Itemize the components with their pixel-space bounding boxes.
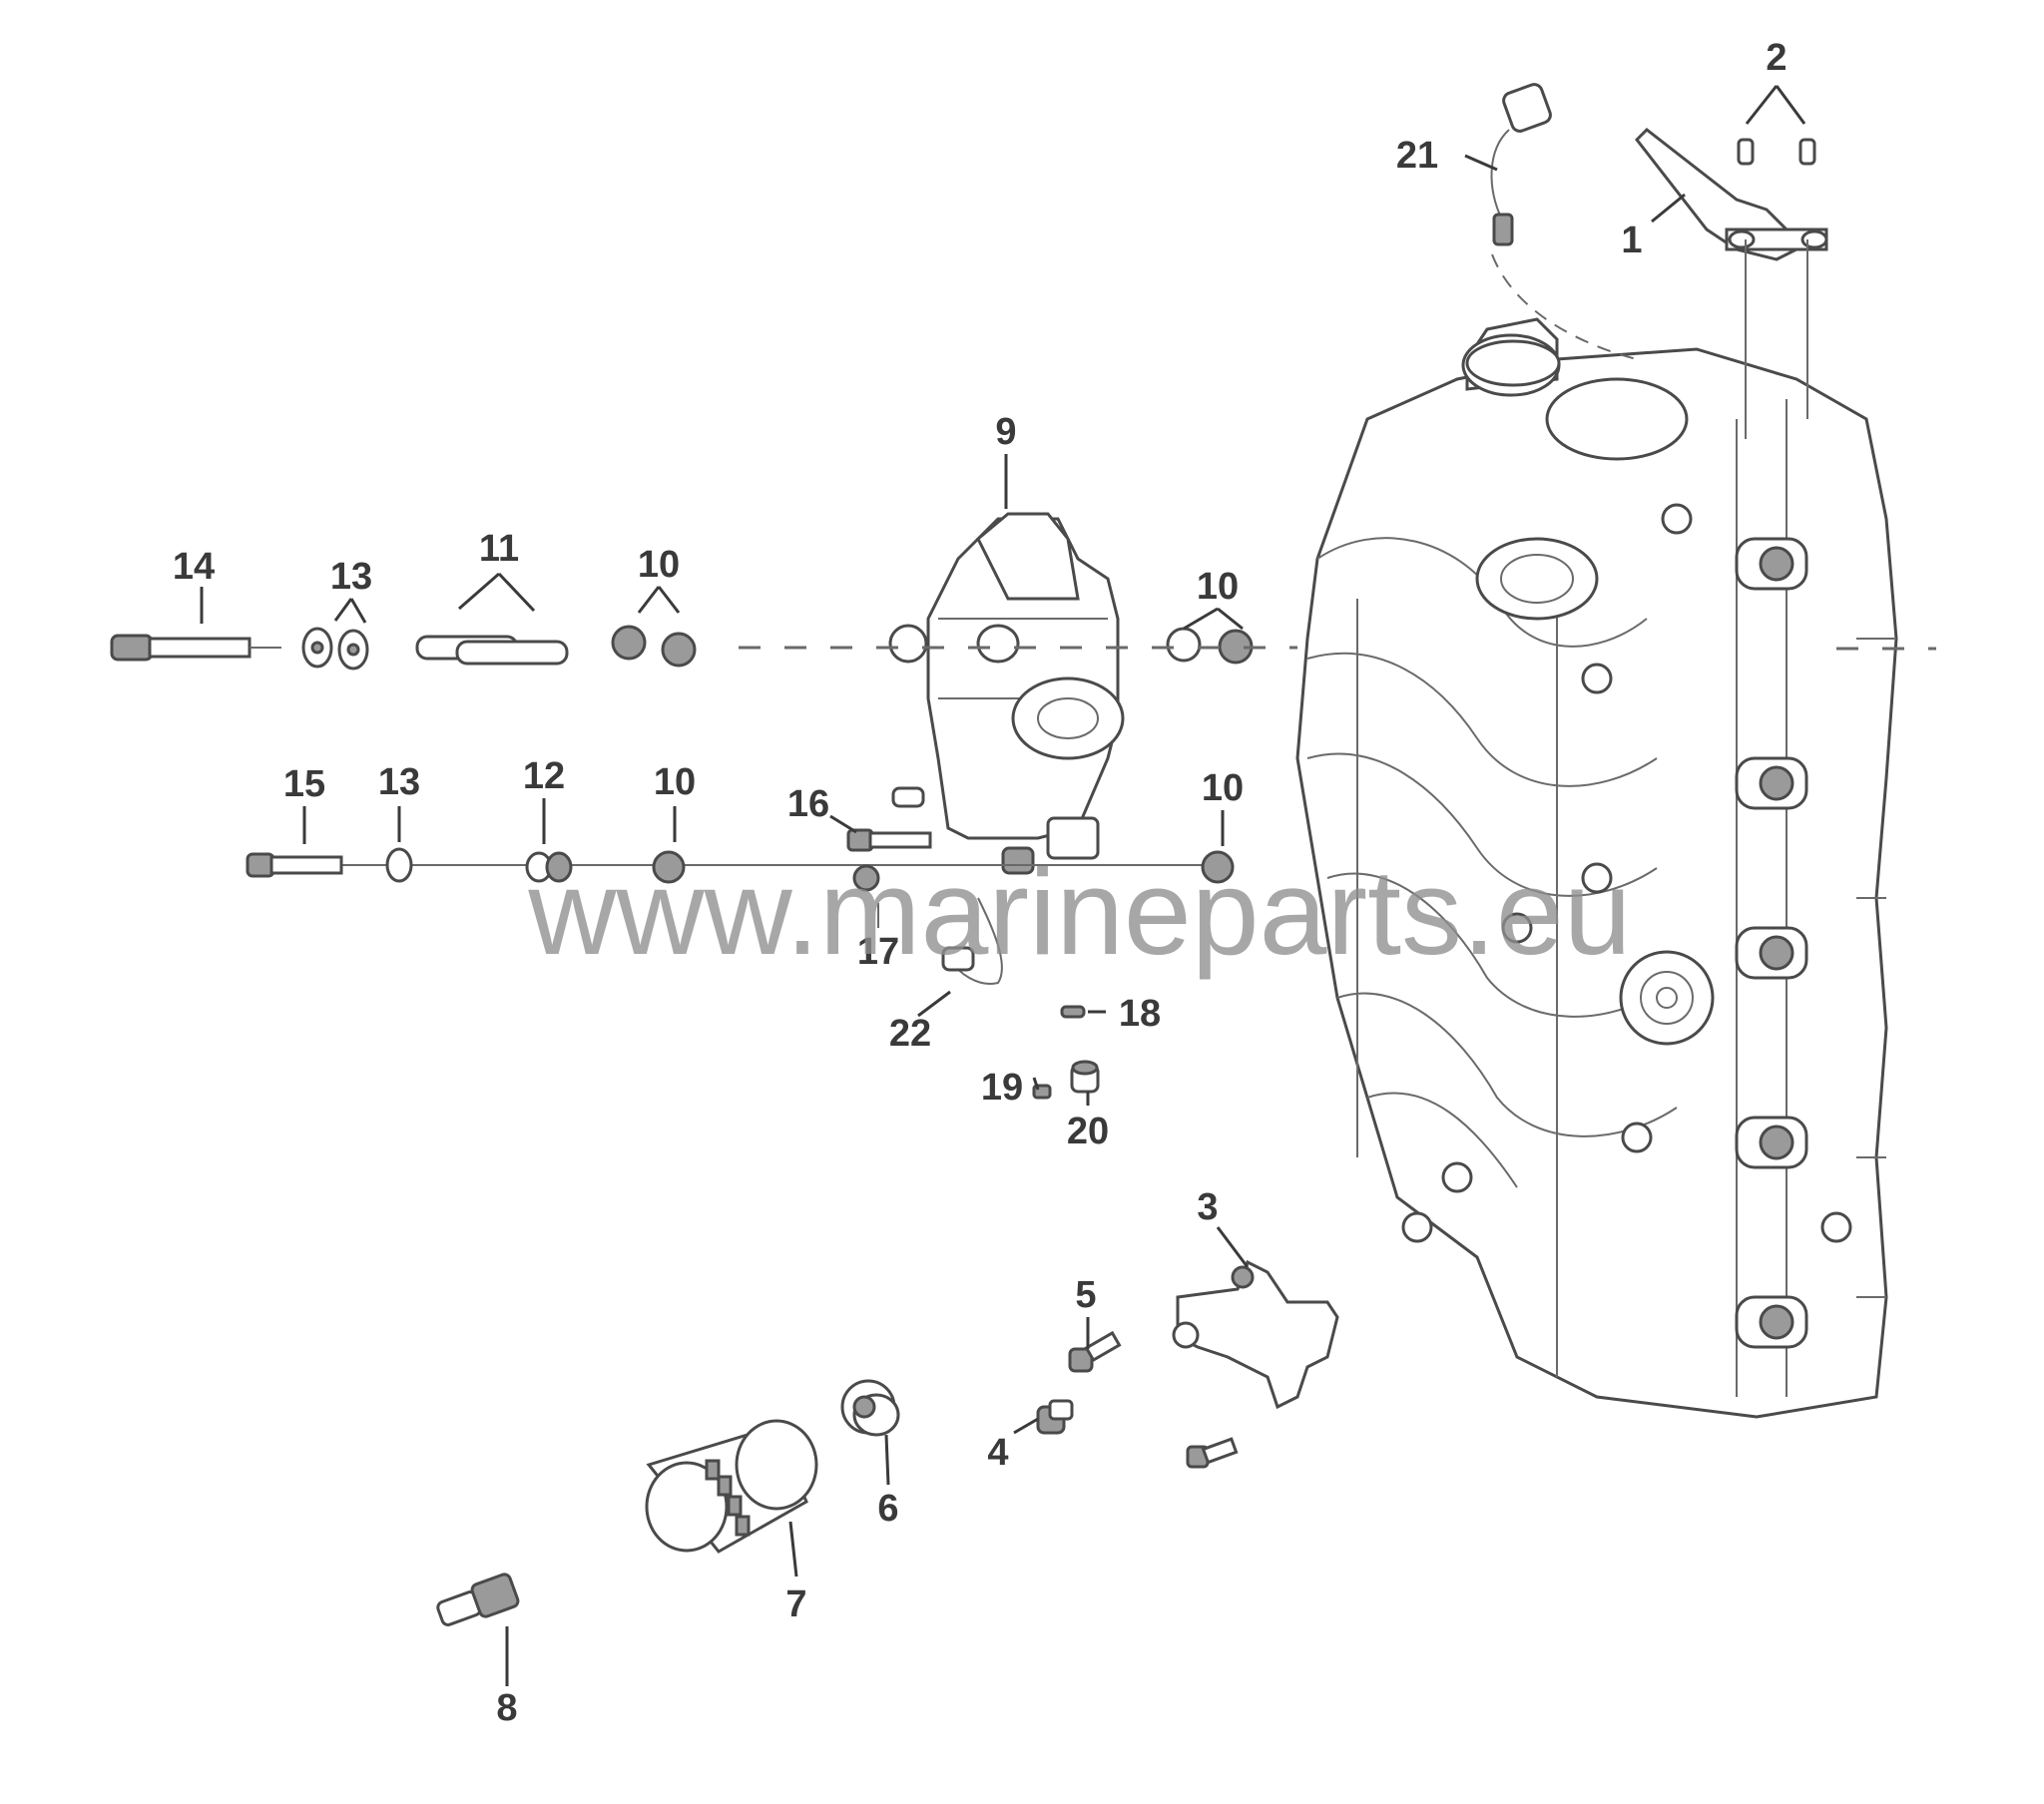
- callout-18: 18: [1119, 993, 1161, 1035]
- callout-10-upper-right: 10: [1197, 566, 1239, 608]
- part-3-bracket: [1172, 1259, 1339, 1410]
- part-12-spacer: [525, 851, 573, 883]
- callout-8: 8: [496, 1687, 517, 1729]
- part-4-plug: [1036, 1399, 1074, 1435]
- part-14-bolt: [110, 634, 281, 662]
- callout-20: 20: [1067, 1111, 1109, 1152]
- part-11-sleeves: [415, 635, 569, 666]
- callout-13-upper: 13: [330, 556, 372, 598]
- watermark-text: www.marineparts.eu: [527, 844, 1631, 980]
- callout-4: 4: [987, 1432, 1008, 1474]
- callout-5: 5: [1075, 1274, 1096, 1316]
- callout-9: 9: [995, 411, 1016, 453]
- callout-11: 11: [479, 528, 519, 570]
- callout-1: 1: [1621, 220, 1642, 261]
- part-10-bushing-lower-right: [1201, 850, 1235, 884]
- callout-15: 15: [283, 763, 325, 805]
- leader-lines: [200, 85, 1806, 1686]
- part-9-starter-motor: [888, 512, 1125, 875]
- callout-12: 12: [523, 755, 565, 797]
- part-13-washer-lower: [385, 847, 413, 883]
- callout-14: 14: [173, 546, 215, 588]
- callout-6: 6: [877, 1488, 898, 1530]
- part-17-nut: [852, 864, 880, 928]
- callout-3: 3: [1197, 1186, 1218, 1228]
- callout-22: 22: [889, 1013, 931, 1055]
- part-10-bushings-upper-left: [611, 625, 697, 668]
- part-20-nut: [1070, 1060, 1100, 1094]
- part-3-screw: [1186, 1437, 1239, 1469]
- callout-17: 17: [857, 931, 899, 973]
- callout-19: 19: [981, 1067, 1023, 1109]
- callout-10-upper-left: 10: [638, 544, 680, 586]
- callout-13-lower: 13: [378, 761, 420, 803]
- callout-21: 21: [1396, 135, 1438, 177]
- callout-16: 16: [787, 783, 829, 825]
- part-22-cable: [941, 897, 1003, 985]
- callout-7: 7: [785, 1583, 806, 1625]
- part-10-bushing-lower-left: [652, 850, 686, 884]
- part-21-sensor: [1490, 83, 1638, 360]
- part-8-sensor: [436, 1573, 520, 1626]
- part-13-washers-upper: [301, 627, 369, 671]
- callout-10-lower-right: 10: [1202, 767, 1244, 809]
- part-7-oil-filter: [645, 1419, 818, 1554]
- part-16-bolt: [846, 828, 932, 852]
- part-1-bracket: [1635, 128, 1828, 261]
- part-15-bolt: [246, 852, 343, 878]
- callout-10-lower-left: 10: [654, 761, 696, 803]
- callout-2: 2: [1766, 37, 1787, 79]
- part-10-bushings-upper-right: [1166, 627, 1254, 665]
- engine-block: [1295, 317, 1898, 1419]
- part-6-adapter: [840, 1379, 900, 1437]
- part-2-screws: [1737, 138, 1816, 439]
- callout-labels: 1 2 3 4 5 6 7 8 9 10 10 10 10 11 12 13 1…: [173, 37, 1788, 1729]
- part-5-screw: [1068, 1330, 1122, 1373]
- part-18-screw: [1060, 1005, 1086, 1019]
